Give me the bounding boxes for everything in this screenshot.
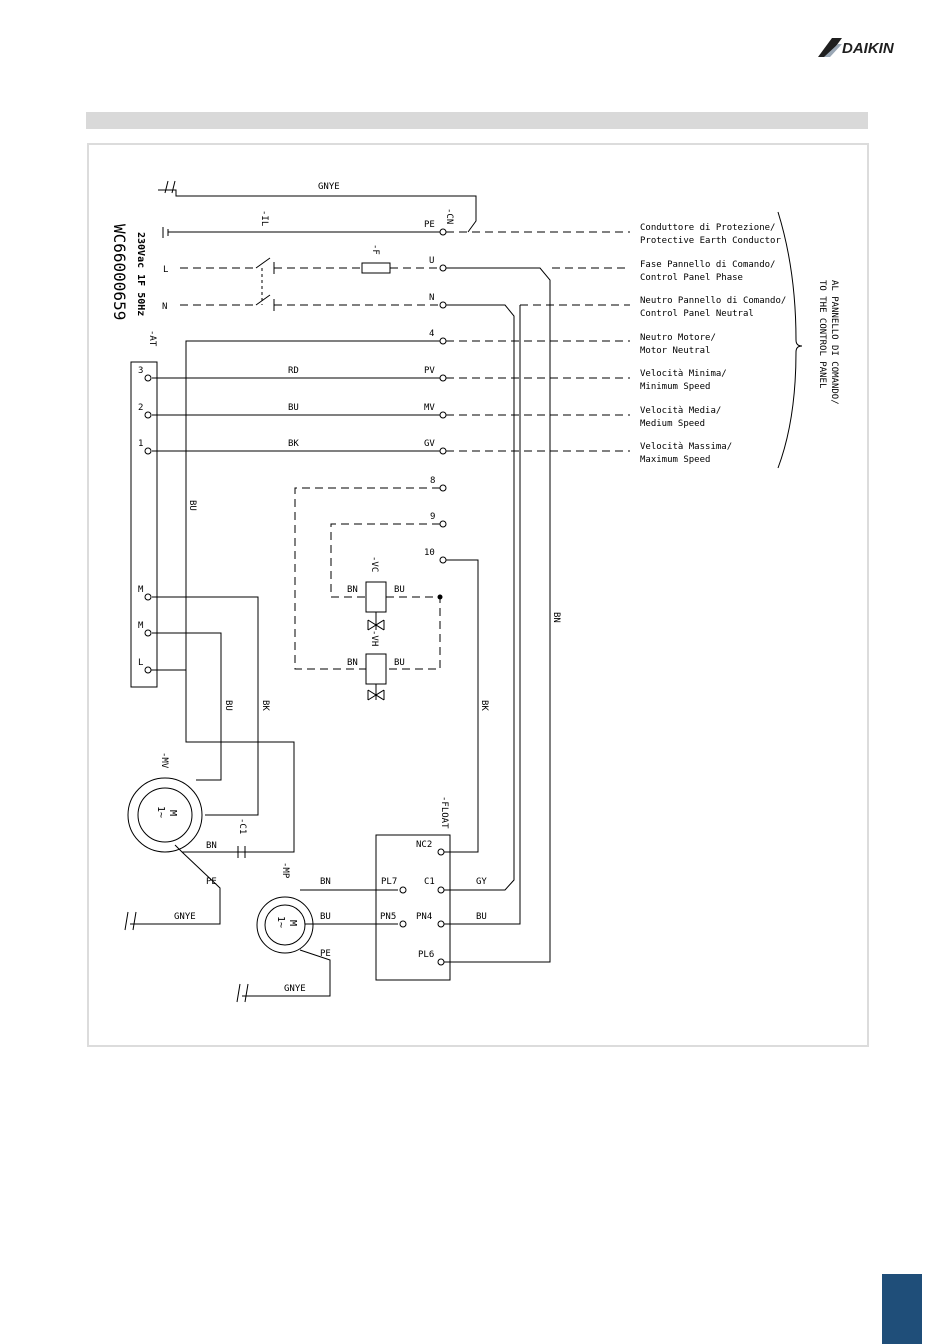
daikin-logo-mark — [818, 38, 842, 57]
at-terminal-2: 2 — [138, 403, 143, 413]
wire-bu-fan: BU — [223, 700, 233, 711]
desc-neutral-en: Control Panel Neutral — [640, 309, 754, 319]
desc-phase-it: Fase Pannello di Comando/ — [640, 260, 775, 270]
desc-neutral-it: Neutro Pannello di Comando/ — [640, 296, 786, 306]
desc-pe-en: Protective Earth Conductor — [640, 236, 781, 246]
pin-n: N — [429, 293, 434, 303]
fuse-label: -F — [370, 244, 380, 255]
wire-gnye-pump: GNYE — [284, 984, 306, 994]
wire-rd: RD — [288, 366, 299, 376]
fan-motor-symbol: M — [167, 810, 178, 816]
supply-l-label: L — [163, 265, 168, 275]
wire-gy: GY — [476, 877, 487, 887]
power-spec: 230Vac 1F 50Hz — [135, 232, 146, 316]
desc-motor-neutral-en: Motor Neutral — [640, 346, 710, 356]
fan-motor-label: -MV — [159, 752, 169, 769]
wire-bn-vh: BN — [347, 658, 358, 668]
pin-gv: GV — [424, 439, 435, 449]
wire-bu-vc: BU — [394, 585, 405, 595]
float-pn4: PN4 — [416, 912, 432, 922]
desc-med-speed-en: Medium Speed — [640, 419, 705, 429]
diagram-frame — [87, 143, 869, 1047]
control-panel-note-2: TO THE CONTROL PANEL — [817, 280, 827, 388]
desc-max-speed-en: Maximum Speed — [640, 455, 710, 465]
pin-u: U — [429, 256, 434, 266]
wire-bn-phase: BN — [551, 612, 561, 623]
at-terminal-l: L — [138, 658, 143, 668]
desc-phase-en: Control Panel Phase — [640, 273, 743, 283]
desc-min-speed-en: Minimum Speed — [640, 382, 710, 392]
wire-bu-vh: BU — [394, 658, 405, 668]
daikin-logo: DAIKIN — [818, 38, 895, 57]
wire-bk-float: BK — [479, 700, 489, 711]
pin-8: 8 — [430, 476, 435, 486]
desc-max-speed-it: Velocità Massima/ — [640, 442, 732, 452]
wire-bu-mv: BU — [288, 403, 299, 413]
pump-motor-symbol: M — [287, 920, 298, 926]
supply-n-label: N — [162, 302, 167, 312]
at-terminal-m1: M — [138, 585, 144, 595]
pin-mv: MV — [424, 403, 435, 413]
page-number-tab — [882, 1274, 922, 1344]
daikin-logo-text: DAIKIN — [842, 40, 895, 57]
fan-motor-phase: 1~ — [155, 806, 166, 818]
capacitor-label: -C1 — [237, 818, 247, 834]
wire-bn-pump: BN — [320, 877, 331, 887]
pin-4: 4 — [429, 329, 434, 339]
drawing-code: WC66000659 — [110, 224, 129, 320]
at-terminal-3: 3 — [138, 366, 143, 376]
float-label: -FLOAT — [439, 796, 449, 829]
section-header-band — [86, 112, 868, 129]
wire-bn-vc: BN — [347, 585, 358, 595]
valve-cool-label: -VC — [369, 556, 379, 572]
connector-label: -CN — [444, 208, 454, 224]
wire-bn-cap: BN — [206, 841, 217, 851]
pump-motor-label: -MP — [280, 862, 290, 879]
wire-bu-pn4: BU — [476, 912, 487, 922]
pin-pv: PV — [424, 366, 435, 376]
wire-bk-gv: BK — [288, 439, 299, 449]
wire-bu-pump: BU — [320, 912, 331, 922]
desc-pe-it: Conduttore di Protezione/ — [640, 223, 775, 233]
pump-motor-phase: 1~ — [275, 916, 286, 928]
float-pl7: PL7 — [381, 877, 397, 887]
desc-med-speed-it: Velocità Media/ — [640, 406, 721, 416]
wire-bu-neutral: BU — [187, 500, 197, 511]
control-panel-brace — [777, 211, 803, 469]
desc-min-speed-it: Velocità Minima/ — [640, 369, 727, 379]
float-nc2: NC2 — [416, 840, 432, 850]
valve-heat-label: -VH — [369, 630, 379, 646]
desc-motor-neutral-it: Neutro Motore/ — [640, 333, 716, 343]
control-panel-note-1: AL PANNELLO DI COMANDO/ — [829, 280, 839, 405]
top-ground-label: GNYE — [318, 182, 340, 192]
wire-pe-fan: PE — [206, 877, 217, 887]
at-terminal-1: 1 — [138, 439, 143, 449]
pin-pe: PE — [424, 220, 435, 230]
float-pl6: PL6 — [418, 950, 434, 960]
pin-10: 10 — [424, 548, 435, 558]
switch-label: -IL — [259, 210, 269, 226]
at-terminal-m2: M — [138, 621, 144, 631]
terminal-block-label: -AT — [147, 330, 157, 347]
float-c1: C1 — [424, 877, 435, 887]
wire-gnye-fan: GNYE — [174, 912, 196, 922]
wire-pe-pump: PE — [320, 949, 331, 959]
pin-9: 9 — [430, 512, 435, 522]
wire-bk-fan: BK — [260, 700, 270, 711]
float-pn5: PN5 — [380, 912, 396, 922]
